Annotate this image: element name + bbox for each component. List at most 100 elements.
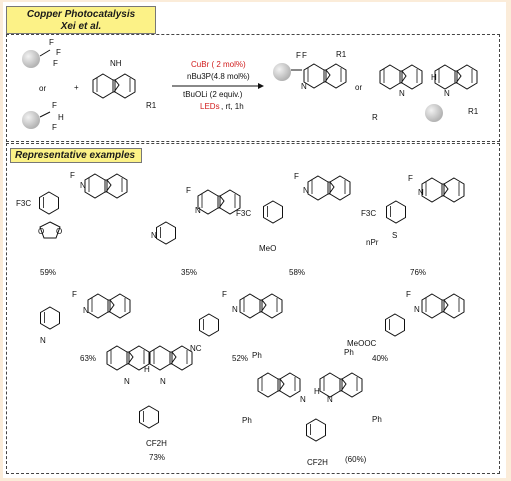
- ex9-ph2: Ph: [344, 348, 354, 357]
- ex2-f: F: [186, 186, 191, 195]
- chf2-f1: F: [52, 101, 57, 110]
- examples-box: [6, 143, 500, 474]
- product-f2: F: [302, 51, 307, 60]
- ex6-n: N: [232, 305, 238, 314]
- product-n: N: [301, 82, 307, 91]
- ex1-o2: O: [56, 227, 62, 236]
- cf3-f1: F: [49, 38, 54, 47]
- ex1-carbazole: [84, 173, 128, 199]
- reaction-scheme-box: [6, 34, 500, 142]
- ex1-o1: O: [38, 227, 44, 236]
- ex5-f: F: [72, 290, 77, 299]
- dimer-h: H: [431, 73, 437, 82]
- product-r1: R1: [336, 50, 347, 59]
- ex9-carbazole-right: [319, 372, 363, 398]
- ex2-pyridine: [156, 221, 176, 245]
- ex7-n: N: [414, 305, 420, 314]
- ex2-n-carb: N: [195, 206, 201, 215]
- title-box: Copper Photocatalysis Xei et al.: [6, 6, 156, 34]
- ex9-aryl: [306, 418, 326, 442]
- ex8-h: H: [144, 365, 150, 374]
- dimer-sphere: [425, 104, 443, 122]
- ex5-n: N: [40, 336, 46, 345]
- product-sphere: [273, 63, 291, 81]
- ex6-f: F: [222, 290, 227, 299]
- ex4-npr: nPr: [366, 238, 379, 247]
- dimer-carbazole-left: [379, 64, 423, 90]
- ex3-aryl: [263, 200, 283, 224]
- dimer-r1: R1: [468, 107, 479, 116]
- ex3-meo: MeO: [259, 244, 276, 253]
- ex8-n-left: N: [124, 377, 130, 386]
- ex6-yield: 52%: [232, 354, 248, 363]
- base-text: tBuOLi (2 equiv.): [183, 90, 243, 99]
- ex1-n: N: [80, 181, 86, 190]
- ex8-carbazole-left: [106, 345, 150, 371]
- ex3-n: N: [303, 186, 309, 195]
- ex9-carbazole-left: [257, 372, 301, 398]
- ex3-f: F: [294, 172, 299, 181]
- ex6-carbazole: [239, 293, 283, 319]
- ex4-yield: 76%: [410, 268, 426, 277]
- chf2-f2: F: [52, 123, 57, 132]
- ex4-aryl: [386, 200, 406, 224]
- cf3-f3: F: [53, 59, 58, 68]
- dimer-carbazole-right: [434, 64, 478, 90]
- ex9-cf2h: CF2H: [307, 458, 328, 467]
- ex7-carbazole: [421, 293, 465, 319]
- product-carbazole: [303, 63, 347, 89]
- leds-text: LEDs: [200, 102, 220, 111]
- carbazole-reagent: [92, 73, 136, 99]
- ex8-n-right: N: [160, 377, 166, 386]
- ex9-h: H: [314, 387, 320, 396]
- ex9-ph1: Ph: [252, 351, 262, 360]
- plus-sign: +: [74, 83, 79, 92]
- ex7-meooc: MeOOC: [347, 339, 377, 348]
- title-line-2: Xei et al.: [60, 21, 102, 32]
- ex8-yield: 73%: [149, 453, 165, 462]
- ex3-yield: 58%: [289, 268, 305, 277]
- cf3-f2: F: [56, 48, 61, 57]
- ex5-carbazole: [87, 293, 131, 319]
- title-line-1: Copper Photocatalysis: [26, 9, 136, 20]
- ex6-aryl: [199, 313, 219, 337]
- ex6-nc: NC: [190, 344, 202, 353]
- ex5-n-carb: N: [83, 306, 89, 315]
- ex9-n-right: N: [327, 395, 333, 404]
- ex5-pyridine: [40, 306, 60, 330]
- ex4-n: N: [418, 188, 424, 197]
- ex1-dioxolane: [39, 221, 61, 239]
- ex8-aryl: [139, 405, 159, 429]
- reagent-r1: R1: [146, 101, 157, 110]
- ex7-yield: 40%: [372, 354, 388, 363]
- ex7-aryl: [385, 313, 405, 337]
- ex9-yield: (60%): [345, 455, 367, 464]
- ex4-f3c: F3C: [361, 209, 376, 218]
- ex7-f: F: [406, 290, 411, 299]
- ex5-yield: 63%: [80, 354, 96, 363]
- or-right: or: [355, 83, 362, 92]
- dimer-r: R: [372, 113, 378, 122]
- ex2-carbazole: [197, 189, 241, 215]
- ex4-s: S: [392, 231, 397, 240]
- substrate-sphere-1: [22, 50, 40, 68]
- catalyst-text: CuBr ( 2 mol%): [191, 60, 246, 69]
- ex8-carbazole-right: [149, 345, 193, 371]
- chf2-h: H: [58, 113, 64, 122]
- ex4-f: F: [408, 174, 413, 183]
- ligand-text: nBu3P(4.8 mol%): [187, 72, 250, 81]
- ex2-yield: 35%: [181, 268, 197, 277]
- ex4-carbazole: [421, 177, 465, 203]
- ex1-aryl: [39, 191, 59, 215]
- ex9-n-left: N: [300, 395, 306, 404]
- ex1-yield: 59%: [40, 268, 56, 277]
- or-left: or: [39, 84, 46, 93]
- ex8-cf2h: CF2H: [146, 439, 167, 448]
- section-label: Representative examples: [10, 148, 142, 163]
- ex3-carbazole: [307, 175, 351, 201]
- dimer-n-left: N: [399, 89, 405, 98]
- ex9-ph4: Ph: [372, 415, 382, 424]
- dimer-n-right: N: [444, 89, 450, 98]
- ex3-f3c: F3C: [236, 209, 251, 218]
